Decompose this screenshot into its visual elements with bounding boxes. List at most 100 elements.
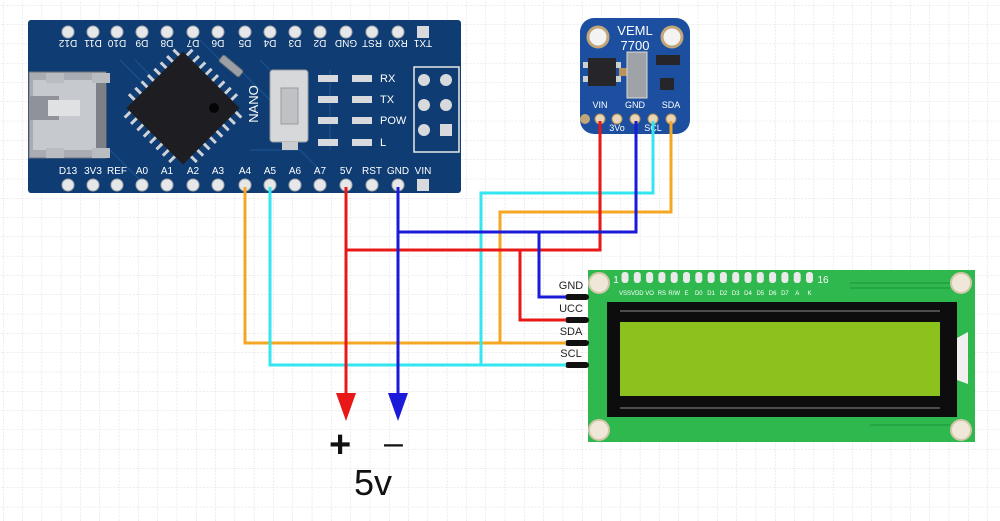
nano-pin-ref: [110, 178, 124, 192]
nano-name-label: NANO: [246, 85, 261, 123]
nano-pin-label: D3: [288, 37, 301, 48]
nano-led-label-pow: POW: [380, 115, 407, 127]
lcd-pin-label: A: [795, 291, 799, 297]
nano-pin-rst: [365, 178, 379, 192]
nano-pin-label: TX1: [413, 37, 432, 48]
wire-vcc-to-lcd-ucc: [518, 250, 566, 322]
lcd-pin-label: R/W: [668, 291, 680, 297]
lcd-i2c-pin-ucc: [565, 317, 589, 323]
nano-pin-a0: [135, 178, 149, 192]
nano-pin-label: A5: [264, 166, 277, 177]
wire-gnd-to-lcd-gnd: [537, 232, 566, 299]
negative-terminal-label: –: [384, 424, 403, 462]
veml-pin: [611, 113, 623, 125]
nano-pin-label: D4: [263, 37, 276, 48]
nano-pin-a7: [313, 178, 327, 192]
reset-button[interactable]: [269, 69, 309, 150]
lcd-header-pin: [793, 272, 801, 283]
nano-led-label-tx: TX: [380, 94, 395, 106]
wire-5v-to-veml-vin: [346, 121, 602, 252]
nano-pin-3v3: [86, 178, 100, 192]
lcd-header-pin: [683, 272, 690, 283]
lcd-pin-label: VDD: [631, 291, 644, 297]
lcd-pin-label: RS: [658, 291, 666, 297]
icsp-header: [413, 66, 460, 153]
nano-pin-d10: [110, 25, 124, 39]
lcd-header-pin: [646, 272, 654, 283]
nano-pin-label: D8: [160, 37, 173, 48]
lcd-i2c-label-sda: SDA: [560, 326, 583, 338]
lcd-i2c-pin-sda: [565, 340, 589, 346]
lcd-pin-last: 16: [817, 275, 829, 286]
lcd-header-pin: [658, 272, 666, 283]
nano-led-label-rx: RX: [380, 73, 396, 85]
nano-pin-d8: [160, 25, 174, 39]
nano-pin-label: D5: [238, 37, 251, 48]
nano-pin-label: D7: [186, 37, 199, 48]
lcd-header-pin: [670, 272, 678, 283]
veml-pin-label: VIN: [592, 100, 607, 110]
nano-pin-label: GND: [387, 166, 409, 177]
lcd-header-pin: [769, 272, 777, 283]
lcd-header-pin: [719, 272, 727, 283]
nano-pin-tx1: [417, 26, 429, 38]
nano-pin-label: RX0: [388, 37, 408, 48]
positive-arrow-icon: [336, 393, 356, 421]
nano-pin-a3: [211, 178, 225, 192]
lcd-pin-label: D3: [732, 291, 740, 297]
wire-veml-scl-to-lcd: [479, 121, 655, 365]
nano-led-label-l: L: [380, 137, 386, 149]
lcd-pin-label: VO: [645, 291, 654, 297]
lcd-pin-label: E: [684, 291, 688, 297]
ground-arrow-icon: [388, 393, 408, 421]
nano-pin-d4: [263, 25, 277, 39]
lcd-i2c-label-gnd: GND: [559, 280, 584, 292]
lcd-header-pin: [732, 272, 740, 283]
veml-pin-label: GND: [625, 100, 646, 110]
lcd-header-pin: [806, 272, 813, 283]
nano-pin-label: D9: [135, 37, 148, 48]
lcd-pin-label: D6: [769, 291, 777, 297]
lcd-i2c-label-ucc: UCC: [559, 303, 583, 315]
lcd-pin-label: D7: [781, 291, 789, 297]
veml-pin-label: SDA: [662, 100, 681, 110]
wire-veml-sda-to-lcd: [498, 121, 673, 343]
nano-pin-label: D12: [58, 37, 77, 48]
nano-pin-label: D10: [107, 37, 126, 48]
nano-pin-d13: [61, 178, 75, 192]
wire-a5-to-lcd-scl: [268, 187, 566, 367]
lcd-i2c-pin-scl: [565, 362, 589, 368]
nano-pin-label: GND: [335, 37, 357, 48]
nano-pin-label: A3: [212, 166, 225, 177]
positive-terminal-label: +: [329, 424, 352, 466]
nano-pin-d3: [288, 25, 302, 39]
lcd-header-pin: [695, 272, 703, 283]
nano-pin-d7: [186, 25, 200, 39]
lcd-pin-label: VSS: [619, 291, 631, 297]
nano-pin-d12: [61, 25, 75, 39]
wires: [243, 121, 673, 421]
lcd-pin-label: K: [807, 291, 811, 297]
nano-pin-label: RST: [362, 166, 382, 177]
lcd-header-pin: [756, 272, 764, 283]
wire-gnd-to-veml-gnd: [398, 121, 638, 234]
lcd-pin-label: D4: [744, 291, 752, 297]
nano-pcb: [28, 20, 461, 193]
nano-pin-label: VIN: [415, 166, 432, 177]
atmega-chip: [123, 48, 243, 165]
nano-pin-label: D13: [59, 166, 78, 177]
nano-pin-d2: [313, 25, 327, 39]
lcd-pin-label: D1: [707, 291, 715, 297]
nano-pin-label: 5V: [340, 166, 353, 177]
nano-pin-rx0: [391, 25, 405, 39]
lcd-pin-label: D2: [720, 291, 728, 297]
lcd-pin-first: 1: [613, 275, 619, 286]
nano-pin-gnd: [339, 25, 353, 39]
nano-pin-label: REF: [107, 166, 127, 177]
lcd-header-pin: [707, 272, 715, 283]
nano-pin-a1: [160, 178, 174, 192]
nano-pin-label: A7: [314, 166, 327, 177]
